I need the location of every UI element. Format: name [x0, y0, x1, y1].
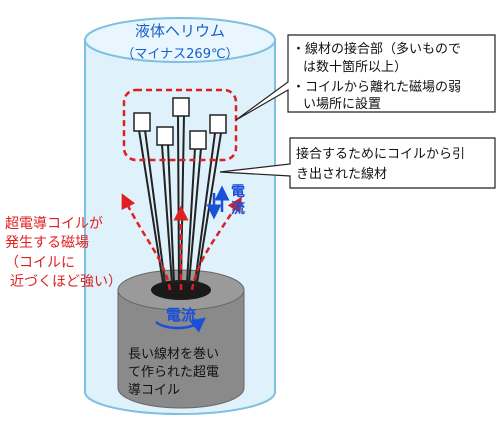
magnetic-field-lines [121, 193, 242, 291]
field-label-line1: 超電導コイルが [5, 216, 103, 232]
joints-callout-line2b: い場所に設置 [303, 96, 381, 112]
field-label-line4: 近づくほど強い） [10, 274, 122, 290]
field-label-line2: 発生する磁場 [5, 235, 89, 251]
joint-boxes [133, 97, 227, 150]
helium-title: 液体ヘリウム [135, 22, 225, 40]
joint-region-dashed-box [122, 88, 238, 162]
coil-description-line1: 長い線材を巻い [128, 346, 219, 362]
coil-current-label: 電流 [166, 306, 196, 324]
current-label-top-1: 電 [231, 183, 245, 200]
joints-callout: ・線材の接合部（多いもので は数十箇所以上） ・コイルから離れた磁場の弱 い場所… [235, 34, 496, 121]
leads-callout-line2: き出された線材 [296, 166, 387, 182]
field-label-line3: （コイルに [5, 255, 75, 271]
coil-current-arrow [155, 317, 206, 333]
current-arrows-top [206, 185, 230, 220]
leads-callout: 接合するためにコイルから引 き出された線材 [219, 137, 496, 189]
joints-callout-line1a: ・線材の接合部（多いもので [292, 41, 461, 57]
helium-temperature: （マイナス269℃） [121, 47, 238, 62]
coil-description-line3: 導コイル [128, 383, 180, 398]
leads-callout-line1: 接合するためにコイルから引 [296, 146, 465, 162]
joints-callout-line1b: は数十箇所以上） [303, 59, 407, 75]
coil-description-line2: て作られた超電 [128, 365, 219, 380]
joints-callout-line2a: ・コイルから離れた磁場の弱 [292, 80, 461, 95]
current-label-top-2: 流 [231, 200, 245, 217]
field-label: 超電導コイルが 発生する磁場 （コイルに 近づくほど強い） [5, 216, 122, 290]
